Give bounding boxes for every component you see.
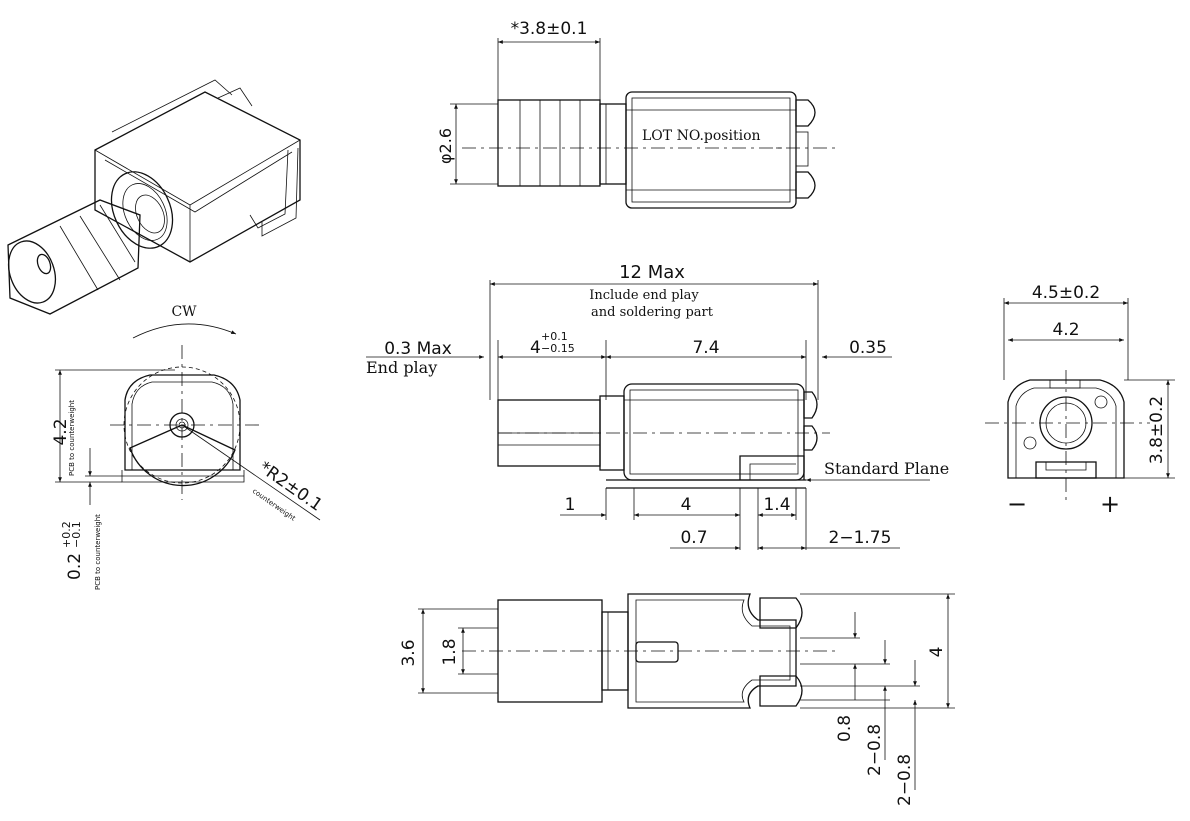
end-play-label: End play [366, 358, 437, 377]
bottom-pad-dim-3: 2−0.8 [895, 754, 915, 806]
bottom-view: 3.6 1.8 4 0.8 2−0.8 2−0.8 [399, 593, 955, 806]
rotation-label: CW [171, 304, 197, 320]
radius-dim: *R2±0.1 [255, 458, 326, 516]
side-view: 12 Max Include end play and soldering pa… [366, 262, 949, 550]
bottom-total-dim: 4 [927, 647, 947, 658]
top-width-dim: *3.8±0.1 [511, 19, 588, 39]
end-height-dim: 4.2 [51, 418, 71, 445]
pad-dim-0-7: 0.7 [680, 528, 707, 548]
weight-length-tol-lower: −0.15 [541, 342, 575, 355]
end-height-note: PCB to counterweight [68, 400, 76, 476]
gap-tol-upper: +0.2 [60, 521, 73, 548]
end-play-dim: 0.3 Max [384, 339, 452, 359]
overall-note-2: and soldering part [591, 305, 714, 320]
gap-dim: 0.2 [65, 553, 85, 580]
bottom-inner-height-dim: 1.8 [440, 638, 460, 665]
lot-position-label: LOT NO.position [642, 128, 761, 144]
weight-length-dim: 4 [530, 338, 541, 358]
isometric-view [7, 79, 301, 315]
rotation-arrow [132, 323, 237, 339]
pad-dim-1: 1 [565, 495, 576, 515]
top-diameter-dim: φ2.6 [436, 128, 455, 164]
body-length-dim: 7.4 [692, 338, 719, 358]
plus-terminal: + [1100, 490, 1120, 518]
bottom-outer-height-dim: 3.6 [399, 639, 419, 666]
gap-tol-lower: −0.1 [70, 521, 83, 548]
front-inner-width-dim: 4.2 [1052, 320, 1079, 340]
weight-length-tol-upper: +0.1 [541, 330, 568, 343]
bottom-pad-dim-1: 0.8 [835, 715, 855, 742]
front-height-dim: 3.8±0.2 [1147, 396, 1167, 464]
bottom-pad-dim-2: 2−0.8 [865, 724, 885, 776]
top-view: *3.8±0.1 φ2.6 LOT NO.position [436, 19, 840, 209]
front-outer-width-dim: 4.5±0.2 [1032, 283, 1100, 303]
overall-note-1: Include end play [589, 288, 699, 303]
end-view: CW 4.2 PCB to counterweight 0.2 +0.2 −0.… [51, 304, 326, 590]
front-view: 4.5±0.2 4.2 3.8±0.2 − + [985, 283, 1175, 518]
pad-dim-1-4: 1.4 [763, 495, 790, 515]
pad-dim-2-1-75: 2−1.75 [829, 528, 892, 548]
right-gap-dim: 0.35 [849, 338, 887, 358]
standard-plane-label: Standard Plane [824, 459, 949, 478]
minus-terminal: − [1007, 490, 1027, 518]
overall-length-dim: 12 Max [619, 262, 685, 283]
gap-note: PCB to counterweight [94, 514, 102, 590]
pad-dim-4: 4 [681, 495, 692, 515]
